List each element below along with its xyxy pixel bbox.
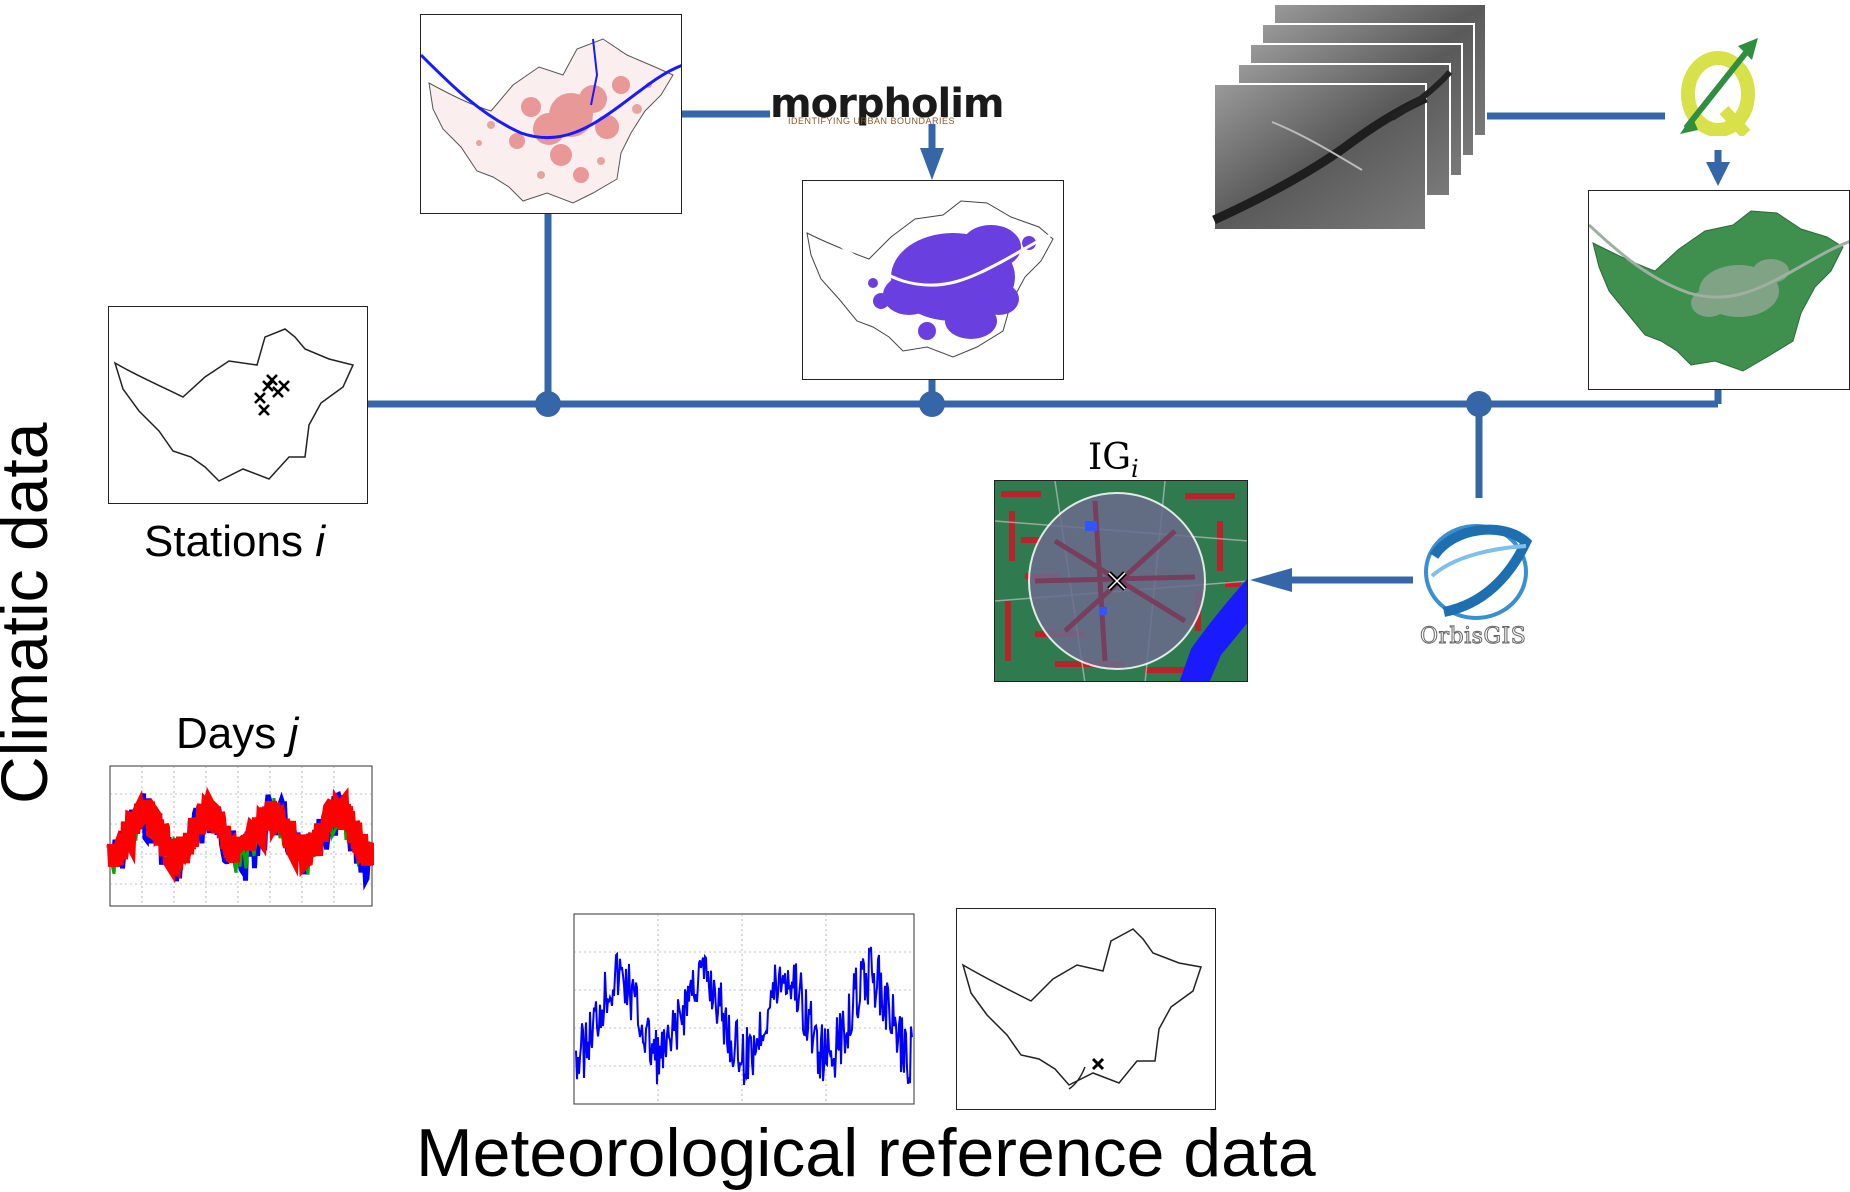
stations-map xyxy=(108,306,368,504)
orbisgis-wordmark: OrbisGIS xyxy=(1419,624,1527,650)
stations-caption: Stations i xyxy=(144,517,325,566)
vegetation-map xyxy=(1588,190,1850,390)
morpholim-tagline: IDENTIFYING URBAN BOUNDARIES xyxy=(788,116,956,126)
morpholim-logo: morpholim IDENTIFYING URBAN BOUNDARIES xyxy=(770,84,1090,134)
days-caption: Days j xyxy=(176,709,299,758)
vertical-axis-label: Climatic data xyxy=(0,422,61,804)
raw-city-map xyxy=(420,14,682,214)
ig-subscript: i xyxy=(1130,455,1139,484)
reference-timeseries-plot xyxy=(566,912,918,1112)
built-up-map xyxy=(802,180,1064,380)
stations-index: i xyxy=(315,517,325,566)
reference-caption: Meteorological reference data xyxy=(416,1115,1316,1191)
orbisgis-logo: OrbisGIS xyxy=(1414,516,1544,652)
days-timeseries-plot xyxy=(106,764,374,914)
qgis-logo: Q xyxy=(1676,36,1760,136)
ig-caption: IGi xyxy=(1088,437,1139,484)
morpholim-wordmark: morpholim xyxy=(770,81,1005,127)
days-index: j xyxy=(288,709,299,758)
ig-buffer-map xyxy=(994,480,1248,682)
satellite-image-stack xyxy=(1212,2,1492,234)
qgis-letter: Q xyxy=(1676,36,1677,37)
reference-location-map xyxy=(956,908,1216,1110)
